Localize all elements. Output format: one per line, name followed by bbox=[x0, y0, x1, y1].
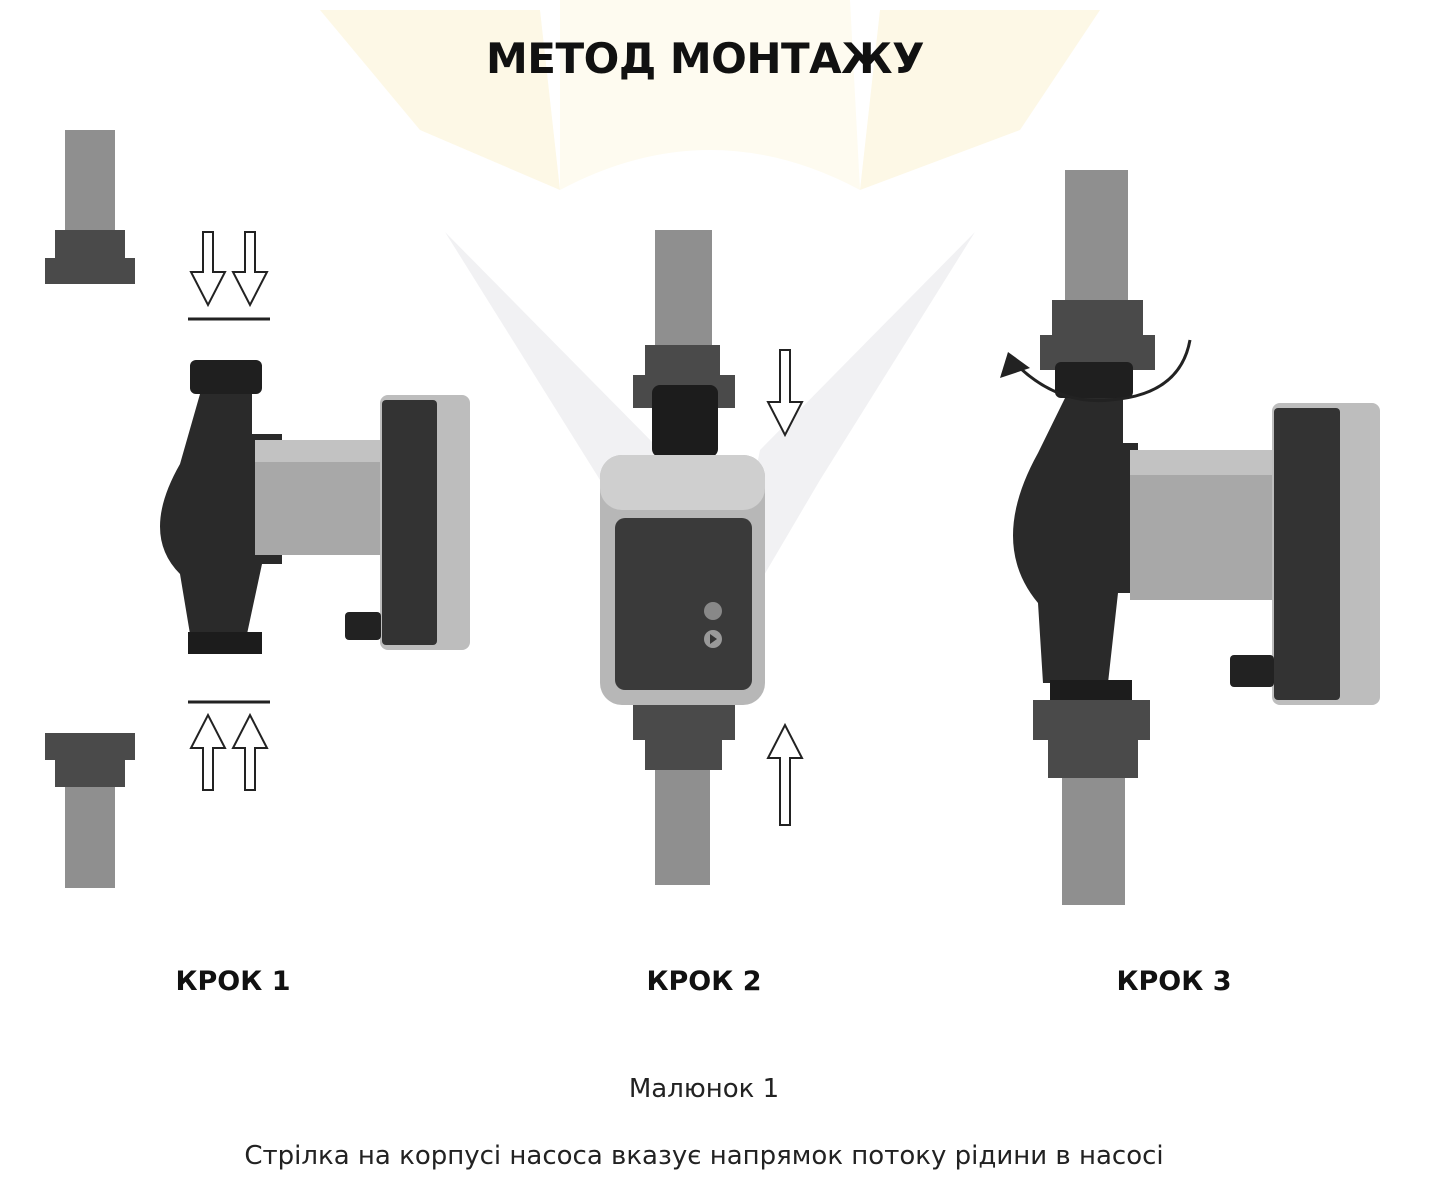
step2-pump bbox=[600, 455, 765, 705]
step3-top-pipe bbox=[1040, 170, 1155, 370]
step-1-label: КРОК 1 bbox=[175, 966, 291, 997]
step3-bottom-pipe bbox=[1033, 700, 1150, 905]
step1-down-arrows-icon bbox=[189, 231, 269, 308]
watermark-logo bbox=[320, 0, 1100, 650]
step1-pump bbox=[160, 360, 470, 654]
figure-caption: Стрілка на корпусі насоса вказує напрямо… bbox=[244, 1141, 1164, 1171]
step1-up-arrows-icon bbox=[189, 712, 269, 791]
page-title: МЕТОД МОНТАЖУ bbox=[486, 34, 924, 83]
step-2-label: КРОК 2 bbox=[646, 966, 762, 997]
step2-bottom-pipe bbox=[633, 705, 735, 885]
step3-pump bbox=[1013, 362, 1380, 705]
step3-rotate-arrow-icon bbox=[1000, 339, 1192, 403]
step2-down-arrow-icon bbox=[766, 349, 804, 438]
step2-top-pipe bbox=[633, 230, 735, 457]
step2-up-arrow-icon bbox=[766, 722, 804, 826]
step1-top-pipe bbox=[45, 130, 135, 284]
step1-bottom-pipe bbox=[45, 733, 135, 888]
step-3-label: КРОК 3 bbox=[1116, 966, 1232, 997]
figure-label: Малюнок 1 bbox=[628, 1074, 780, 1104]
